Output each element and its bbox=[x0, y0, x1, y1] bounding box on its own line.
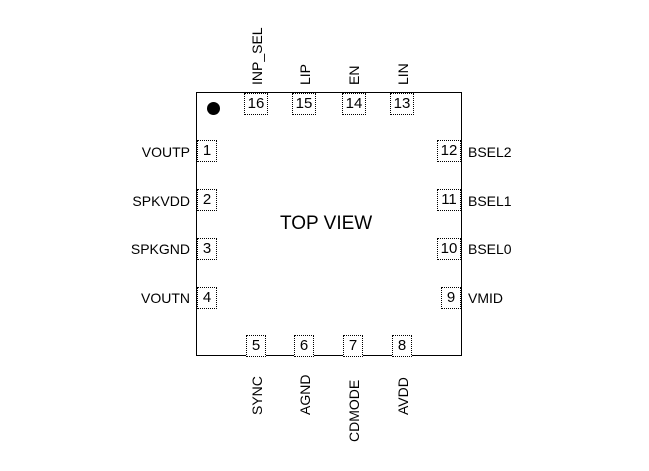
pin-12-pad: 12 bbox=[437, 140, 461, 162]
pin-2-name: SPKVDD bbox=[132, 193, 190, 209]
pin-14-pad: 14 bbox=[342, 93, 366, 115]
pin-4-name: VOUTN bbox=[141, 290, 190, 306]
pin-14-name: EN bbox=[346, 65, 362, 85]
package-outline bbox=[196, 92, 462, 356]
pin-2-pad: 2 bbox=[197, 189, 217, 211]
pin-10-name: BSEL0 bbox=[468, 241, 512, 257]
pin-11-pad: 11 bbox=[437, 189, 461, 211]
pin-4-pad: 4 bbox=[197, 287, 217, 309]
pin-7-pad: 7 bbox=[343, 335, 363, 357]
pin-5-pad: 5 bbox=[246, 335, 266, 357]
pin-10-pad: 10 bbox=[437, 238, 461, 260]
pin-8-pad: 8 bbox=[392, 335, 412, 357]
pin-15-name: LIP bbox=[297, 63, 313, 85]
pin-15-pad: 15 bbox=[292, 93, 316, 115]
pin-12-name: BSEL2 bbox=[468, 144, 512, 160]
pin-13-pad: 13 bbox=[390, 93, 414, 115]
pin-6-name: AGND bbox=[297, 374, 313, 415]
pin-11-name: BSEL1 bbox=[468, 193, 512, 209]
pin1-indicator-dot bbox=[207, 102, 220, 115]
pin-1-name: VOUTP bbox=[141, 144, 190, 160]
pin-9-name: VMID bbox=[468, 290, 503, 306]
pin-13-name: LIN bbox=[395, 63, 411, 85]
top-view-label: TOP VIEW bbox=[280, 213, 373, 234]
pin-16-pad: 16 bbox=[244, 93, 268, 115]
pin-16-name: INP_SEL bbox=[249, 27, 265, 85]
pin-3-pad: 3 bbox=[197, 238, 217, 260]
pin-6-pad: 6 bbox=[294, 335, 314, 357]
pin-7-name: CDMODE bbox=[346, 379, 362, 442]
pin-5-name: SYNC bbox=[249, 376, 265, 415]
pin-3-name: SPKGND bbox=[130, 241, 190, 257]
pin-8-name: AVDD bbox=[395, 377, 411, 415]
pin-1-pad: 1 bbox=[197, 140, 217, 162]
pin-9-pad: 9 bbox=[441, 287, 461, 309]
